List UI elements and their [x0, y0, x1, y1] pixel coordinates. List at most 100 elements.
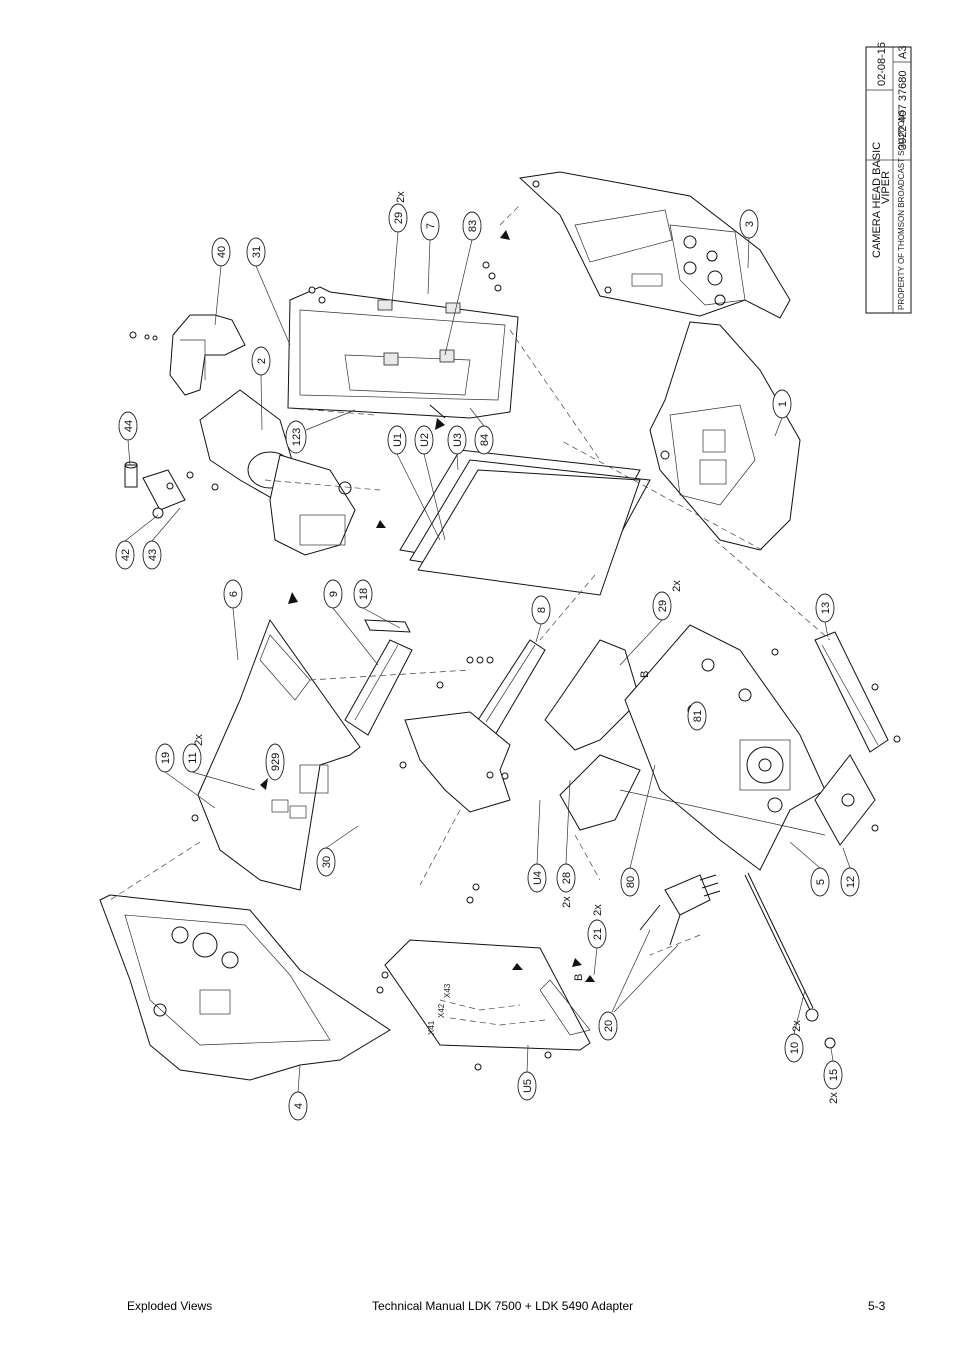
svg-text:10: 10 — [789, 1042, 801, 1054]
callout-123: 123 — [285, 409, 356, 454]
callout-44: 44 — [118, 411, 138, 466]
letters: B B X41 X42 X43 — [427, 671, 651, 1035]
callout-28: 28 2x — [556, 779, 576, 908]
svg-text:3: 3 — [744, 221, 756, 227]
title-block-notice: PROPERTY OF THOMSON BROADCAST SOLUTIONS — [897, 110, 906, 310]
callout-3: 3 — [739, 209, 759, 269]
callout-8: 8 — [531, 595, 551, 643]
callout-929: 929 — [265, 743, 285, 781]
callouts: 40 31 29 2x 7 83 2 — [115, 191, 860, 1121]
svg-text:929: 929 — [270, 753, 282, 771]
shield-plate — [404, 711, 511, 813]
svg-text:19: 19 — [160, 752, 172, 764]
assembly-lines — [109, 204, 831, 956]
svg-text:30: 30 — [321, 856, 333, 868]
callout-13: 13 — [815, 593, 835, 638]
callout-11: 11 2x — [182, 734, 256, 791]
svg-text:28: 28 — [561, 872, 573, 884]
board-u5 — [384, 939, 591, 1051]
title-block-part-number: 3922 407 37680 — [897, 70, 909, 150]
title-block: CAMERA HEAD BASIC VIPER 3922 407 37680 0… — [865, 42, 912, 314]
svg-text:2x: 2x — [791, 1020, 803, 1032]
svg-text:123: 123 — [291, 428, 303, 446]
part-2-lens-assembly — [199, 389, 356, 556]
callout-21: 21 2x — [587, 904, 607, 976]
title-block-sheet-size: A3 — [897, 46, 909, 59]
callout-20: 20 — [598, 929, 679, 1041]
callout-u4: U4 — [527, 799, 547, 893]
svg-text:U5: U5 — [522, 1079, 534, 1093]
svg-text:12: 12 — [845, 876, 857, 888]
svg-text:2x: 2x — [561, 896, 573, 908]
svg-text:42: 42 — [120, 549, 132, 561]
part-9-rail — [344, 639, 413, 736]
callout-u1: U1 — [387, 425, 441, 541]
callout-6: 6 — [223, 579, 243, 661]
part-7-frame-plate — [287, 286, 519, 419]
callout-29-top: 29 2x — [388, 191, 408, 306]
part-13-heatsink — [814, 631, 889, 753]
part-5-main-chassis — [624, 624, 826, 871]
svg-text:20: 20 — [603, 1020, 615, 1032]
callout-9: 9 — [323, 579, 379, 666]
svg-text:U3: U3 — [452, 433, 464, 447]
svg-text:11: 11 — [187, 752, 199, 763]
svg-text:2x: 2x — [828, 1092, 840, 1104]
svg-text:2x: 2x — [671, 580, 683, 592]
svg-text:U2: U2 — [419, 433, 431, 447]
callout-4: 4 — [288, 1064, 308, 1121]
svg-text:18: 18 — [358, 588, 370, 600]
bracket-b — [544, 639, 641, 831]
svg-text:44: 44 — [123, 420, 135, 432]
svg-text:29: 29 — [393, 212, 405, 224]
footer-page-number: 5-3 — [868, 1299, 886, 1313]
svg-text:9: 9 — [328, 591, 340, 597]
svg-text:80: 80 — [625, 876, 637, 888]
callout-18: 18 — [353, 579, 401, 629]
direction-arrows — [260, 230, 595, 982]
svg-text:83: 83 — [467, 220, 479, 232]
svg-text:X42: X42 — [437, 1003, 446, 1018]
callout-10: 10 2x — [784, 989, 806, 1063]
callout-80: 80 — [620, 764, 656, 897]
callout-u5: U5 — [517, 1044, 537, 1101]
svg-text:5: 5 — [815, 879, 827, 885]
svg-text:2x: 2x — [592, 904, 604, 916]
svg-text:31: 31 — [251, 246, 263, 258]
callout-29-mid: 29 2x — [619, 580, 683, 666]
callout-31: 31 — [246, 237, 291, 346]
callout-84: 84 — [469, 407, 494, 455]
callout-19: 19 — [155, 743, 216, 809]
svg-text:B: B — [573, 974, 585, 981]
parts-42-43-44 — [124, 461, 186, 519]
callout-2: 2 — [251, 346, 271, 431]
connector-20 — [639, 874, 721, 946]
callout-30: 30 — [316, 825, 359, 877]
callout-81: 81 — [687, 701, 707, 731]
part-1-top-housing — [649, 321, 801, 551]
part-12-plate — [814, 754, 876, 846]
callout-83: 83 — [444, 211, 482, 356]
svg-text:84: 84 — [479, 434, 491, 446]
callout-7: 7 — [420, 211, 440, 295]
callout-u2: U2 — [414, 425, 446, 541]
svg-text:1: 1 — [777, 401, 789, 407]
svg-text:29: 29 — [657, 600, 669, 612]
callout-1: 1 — [772, 389, 792, 437]
part-3-front-cover — [518, 171, 791, 319]
svg-text:2: 2 — [256, 358, 268, 364]
svg-text:4: 4 — [293, 1103, 305, 1109]
screw-15 — [824, 1037, 836, 1049]
callout-u3: U3 — [447, 425, 467, 471]
callout-15: 15 2x — [823, 1047, 843, 1104]
svg-text:8: 8 — [536, 607, 548, 613]
svg-text:2x: 2x — [395, 191, 407, 203]
svg-text:43: 43 — [147, 549, 159, 561]
callout-5: 5 — [789, 841, 830, 897]
part-40-bracket — [169, 314, 246, 396]
svg-text:81: 81 — [692, 710, 704, 722]
svg-text:X43: X43 — [443, 983, 452, 998]
svg-text:B: B — [639, 671, 651, 678]
part-8-connector-bar — [477, 639, 546, 736]
svg-text:15: 15 — [828, 1069, 840, 1081]
